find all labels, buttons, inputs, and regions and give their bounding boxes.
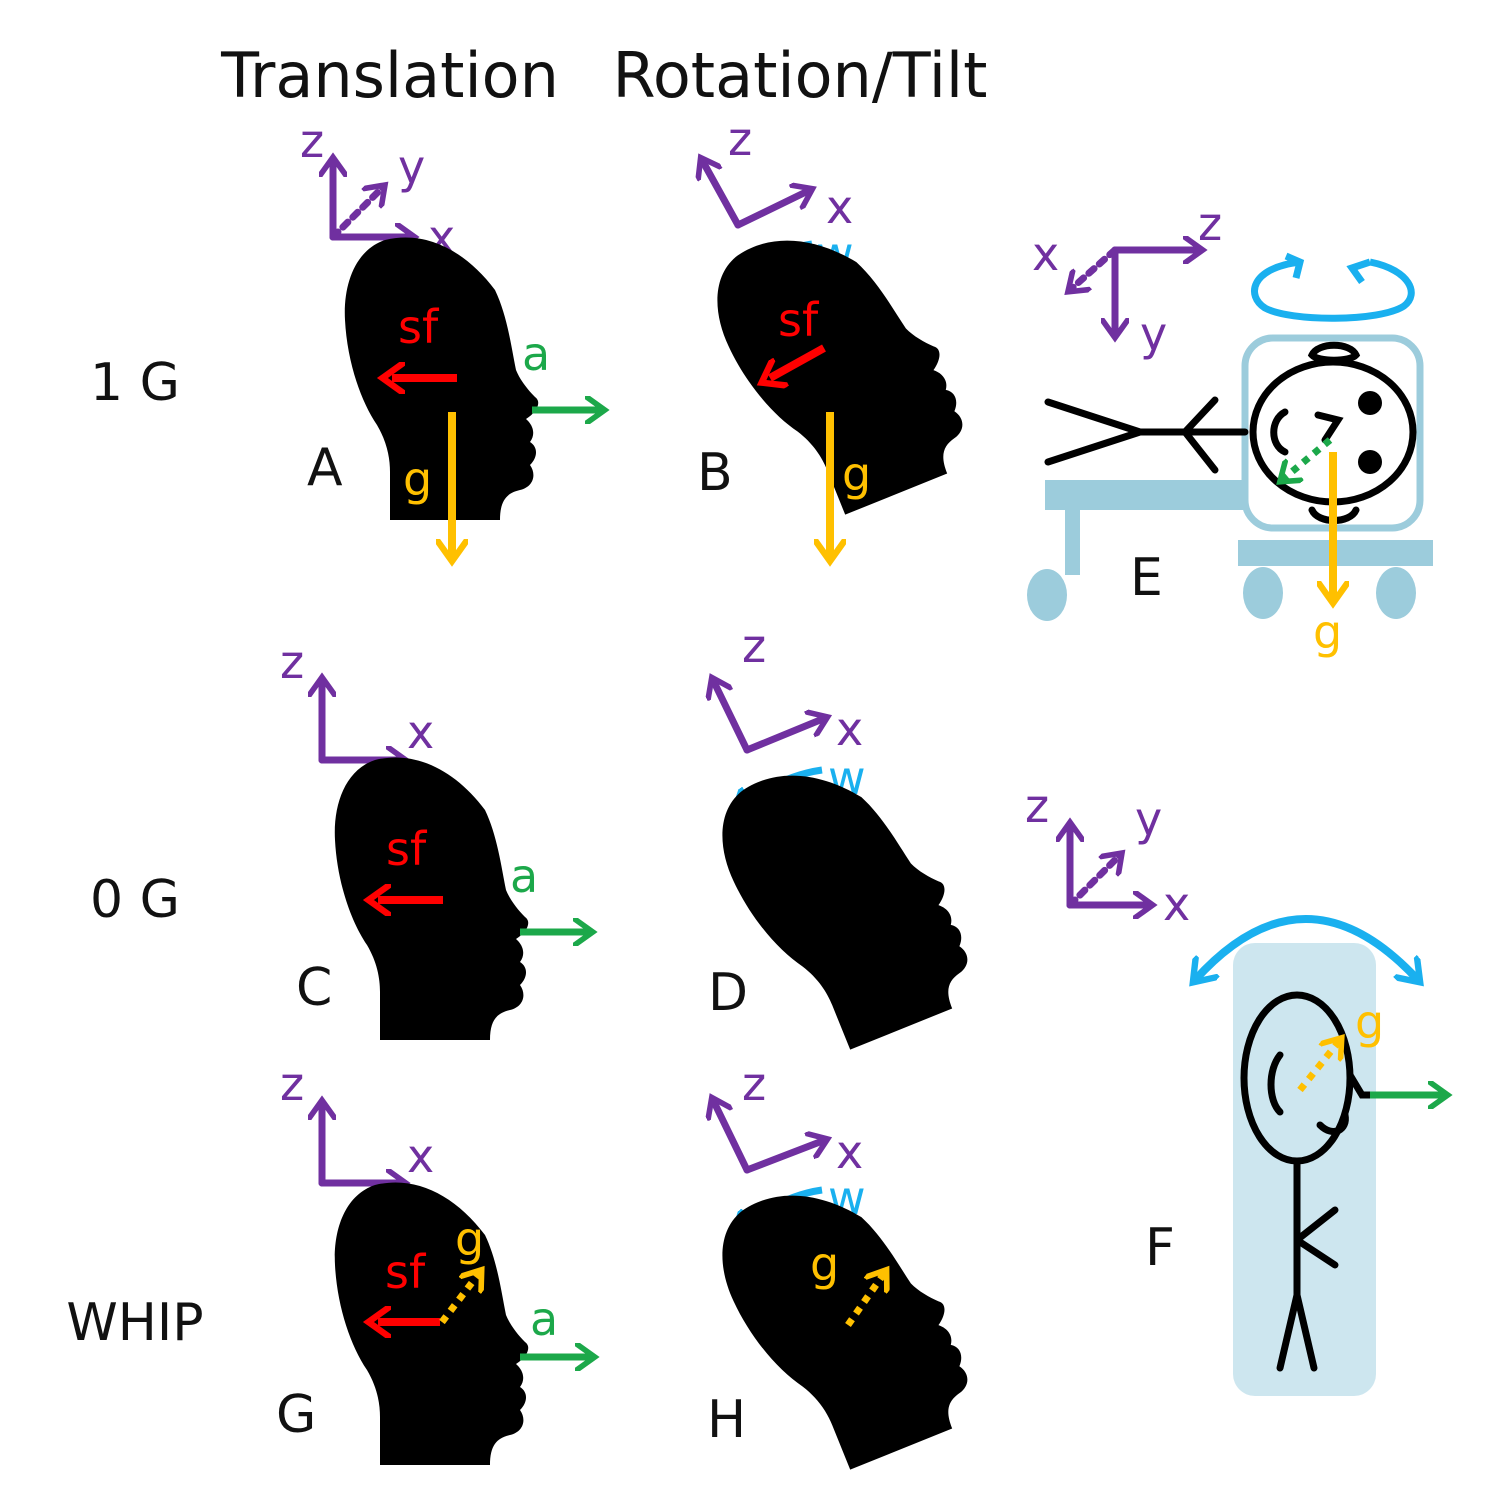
gravity-arrow <box>439 1272 480 1325</box>
axis-x-label: x <box>836 1125 863 1179</box>
axes-c <box>322 680 403 760</box>
gravity-label: g <box>1313 605 1342 659</box>
wheel <box>1027 569 1067 621</box>
tilt-rotation-arrow <box>1195 915 1418 980</box>
sf-label: sf <box>385 1245 427 1299</box>
panel-a: z y x sf a g A <box>300 114 602 558</box>
gravity-label: g <box>403 452 432 506</box>
axes-f <box>1070 825 1150 905</box>
axis-x-label: x <box>1163 877 1190 931</box>
axes-e <box>1070 250 1200 335</box>
axis-y-label: y <box>398 140 425 194</box>
sf-label: sf <box>386 822 428 876</box>
wheel <box>1243 567 1283 619</box>
panel-label-d: D <box>708 963 748 1023</box>
standing-figure <box>1240 991 1382 1372</box>
panel-label-c: C <box>296 958 332 1018</box>
row-label-1g: 1 G <box>90 353 180 413</box>
sf-label: sf <box>778 293 820 347</box>
axis-x-label: x <box>407 1129 434 1183</box>
panel-label-b: B <box>697 443 733 503</box>
gravity-label: g <box>810 1237 839 1291</box>
axis-z-label: z <box>300 114 324 168</box>
axis-x-label: x <box>407 705 434 759</box>
gravity-label: g <box>1355 995 1384 1049</box>
accel-label: a <box>510 849 538 903</box>
panel-d: z x w D <box>702 619 988 1067</box>
row-label-whip: WHIP <box>66 1293 203 1353</box>
sf-arrow <box>770 344 826 378</box>
panel-label-a: A <box>307 438 343 498</box>
panel-label-f: F <box>1145 1218 1175 1278</box>
axes-d <box>713 680 825 754</box>
panel-e: x z y <box>1027 197 1433 659</box>
header-translation: Translation <box>220 39 559 112</box>
wheel <box>1376 567 1416 619</box>
sf-label: sf <box>398 300 440 354</box>
axis-y-label: y <box>1140 307 1167 361</box>
row-label-0g: 0 G <box>90 870 180 930</box>
panel-c: z x sf a C <box>280 635 590 1040</box>
panel-label-e: E <box>1130 548 1163 608</box>
gravity-label: g <box>455 1212 484 1266</box>
axis-z-label: z <box>280 635 304 689</box>
table <box>1045 480 1245 575</box>
accel-arrow <box>1282 437 1333 480</box>
axis-z-label: z <box>1025 779 1049 833</box>
eye <box>1358 391 1382 415</box>
panel-b: z x w sf g B <box>697 112 983 558</box>
axes-g <box>322 1103 403 1183</box>
axis-x-label: x <box>826 180 853 234</box>
panel-label-g: G <box>276 1385 316 1445</box>
axis-x-label: x <box>836 702 863 756</box>
accel-label: a <box>530 1292 558 1346</box>
panel-f: z y x g F <box>1025 779 1445 1396</box>
axis-y-label: y <box>1135 792 1162 846</box>
axes-b <box>702 160 810 229</box>
rotation-ring <box>1251 252 1415 322</box>
axis-z-label: z <box>742 619 766 673</box>
accel-label: a <box>522 327 550 381</box>
axis-z-label: z <box>280 1057 304 1111</box>
header-rotation: Rotation/Tilt <box>613 39 988 112</box>
gravity-label: g <box>842 447 871 501</box>
axis-z-label: z <box>1198 197 1222 251</box>
panel-g: z x sf g a G <box>276 1057 592 1465</box>
panel-label-h: H <box>707 1390 746 1450</box>
axis-x-label: x <box>1032 227 1059 281</box>
axis-z-label: z <box>742 1057 766 1111</box>
gravity-arrow <box>845 1272 885 1328</box>
eye <box>1358 450 1382 474</box>
gravity-arrow <box>1297 1040 1340 1093</box>
axes-h <box>713 1100 825 1174</box>
axes-a <box>333 160 412 237</box>
panel-h: z x w g H <box>702 1057 988 1487</box>
axis-z-label: z <box>728 112 752 166</box>
